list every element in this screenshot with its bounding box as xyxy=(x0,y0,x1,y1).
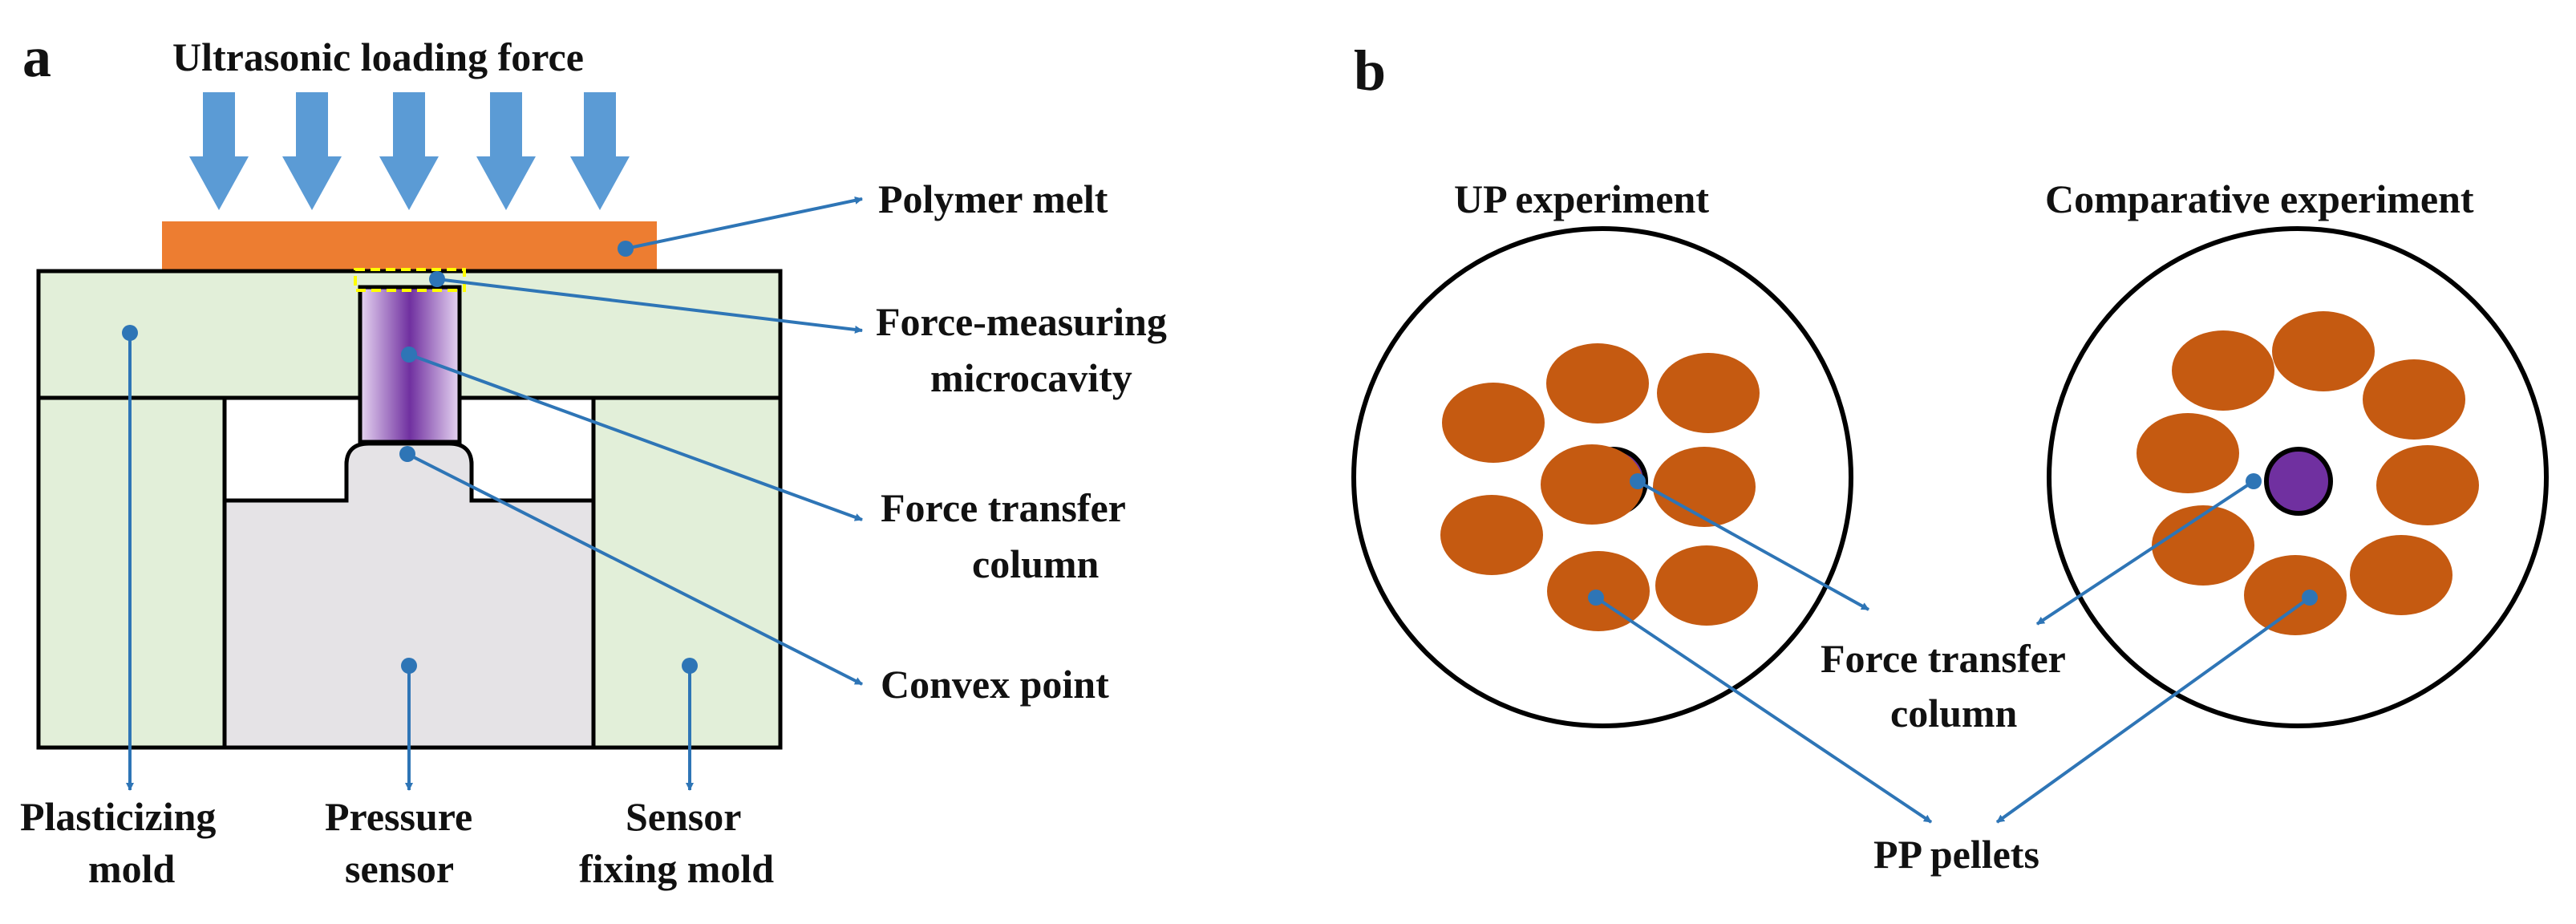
leader-convex-point xyxy=(407,452,863,686)
comparative-pellets xyxy=(2137,311,2479,635)
label-polymer-melt: Polymer melt xyxy=(878,176,1108,221)
panel-b-leaders xyxy=(1594,480,2311,824)
label-sensor-fixing-1: Sensor xyxy=(626,794,741,839)
leader-microcavity xyxy=(436,278,863,334)
pp-pellet xyxy=(1655,545,1758,626)
loading-force-arrows xyxy=(189,92,630,210)
leader-up-pellet xyxy=(1594,596,1933,824)
loading-arrow-5 xyxy=(570,92,630,210)
dot-polymer-melt xyxy=(618,241,634,257)
pp-pellet xyxy=(2152,505,2254,586)
dot-comp-pellet xyxy=(2302,590,2318,606)
pp-pellet xyxy=(2350,535,2452,615)
pp-pellet xyxy=(1442,383,1545,463)
pp-pellet xyxy=(2172,330,2274,411)
panel-a-letter: a xyxy=(22,25,51,89)
ultrasonic-loading-force-title: Ultrasonic loading force xyxy=(172,34,584,79)
label-force-transfer-2: column xyxy=(972,541,1100,586)
panel-b-leader-dots xyxy=(1588,473,2318,606)
pp-pellet xyxy=(2244,555,2347,635)
dot-comp-column xyxy=(2246,473,2262,489)
label-pp-pellets: PP pellets xyxy=(1873,832,2039,877)
leader-force-column xyxy=(408,353,863,521)
loading-arrow-2 xyxy=(282,92,342,210)
loading-arrow-4 xyxy=(476,92,536,210)
pp-pellet xyxy=(2137,413,2239,493)
pp-pellet xyxy=(2363,359,2465,440)
force-transfer-column xyxy=(358,285,462,444)
dot-force-column xyxy=(401,346,417,363)
label-b-force-transfer-2: column xyxy=(1890,691,2018,736)
leader-comp-column xyxy=(2035,480,2255,626)
leader-comp-pellet xyxy=(1995,596,2311,824)
pp-pellet xyxy=(1653,447,1756,527)
label-b-force-transfer-1: Force transfer xyxy=(1821,636,2066,681)
pp-pellet xyxy=(2272,311,2375,391)
loading-arrow-3 xyxy=(379,92,439,210)
dot-microcavity xyxy=(429,271,445,287)
label-plasticizing-1: Plasticizing xyxy=(20,794,216,839)
dot-up-column xyxy=(1630,473,1646,489)
dot-pressure-sensor xyxy=(401,658,417,674)
label-plasticizing-2: mold xyxy=(88,846,176,891)
panel-a-leader-dots xyxy=(122,241,698,674)
panel-b-letter: b xyxy=(1354,38,1386,103)
panel-a-leaders xyxy=(126,196,863,791)
force-measuring-microcavity xyxy=(354,268,466,292)
up-experiment-title: UP experiment xyxy=(1454,176,1709,221)
pp-pellet xyxy=(1546,343,1649,424)
label-pressure-2: sensor xyxy=(345,846,454,891)
label-force-measuring-2: microcavity xyxy=(930,355,1132,400)
label-force-transfer-1: Force transfer xyxy=(881,485,1126,530)
label-force-measuring-1: Force-measuring xyxy=(876,299,1167,344)
comparative-experiment-title: Comparative experiment xyxy=(2045,176,2474,221)
panel-a: a Ultrasonic loading force xyxy=(20,25,1167,891)
pp-pellet xyxy=(1657,353,1760,433)
up-pellets xyxy=(1440,343,1760,631)
comparative-force-column xyxy=(2264,447,2333,516)
pp-pellet xyxy=(2376,445,2479,525)
label-sensor-fixing-2: fixing mold xyxy=(579,846,774,891)
dot-sensor-fixing xyxy=(682,658,698,674)
dot-up-pellet xyxy=(1588,590,1604,606)
label-pressure-1: Pressure xyxy=(325,794,472,839)
pp-pellet xyxy=(1440,495,1543,575)
pp-pellet xyxy=(1541,444,1643,525)
dot-convex-point xyxy=(399,446,415,462)
polymer-melt-layer xyxy=(162,221,657,271)
panel-b: b UP experiment Comparative experiment xyxy=(1351,38,2549,877)
dot-plasticizing xyxy=(122,325,138,341)
leader-polymer-melt xyxy=(625,196,863,250)
loading-arrow-1 xyxy=(189,92,249,210)
label-convex-point: Convex point xyxy=(881,662,1109,707)
leader-up-column xyxy=(1637,480,1869,611)
